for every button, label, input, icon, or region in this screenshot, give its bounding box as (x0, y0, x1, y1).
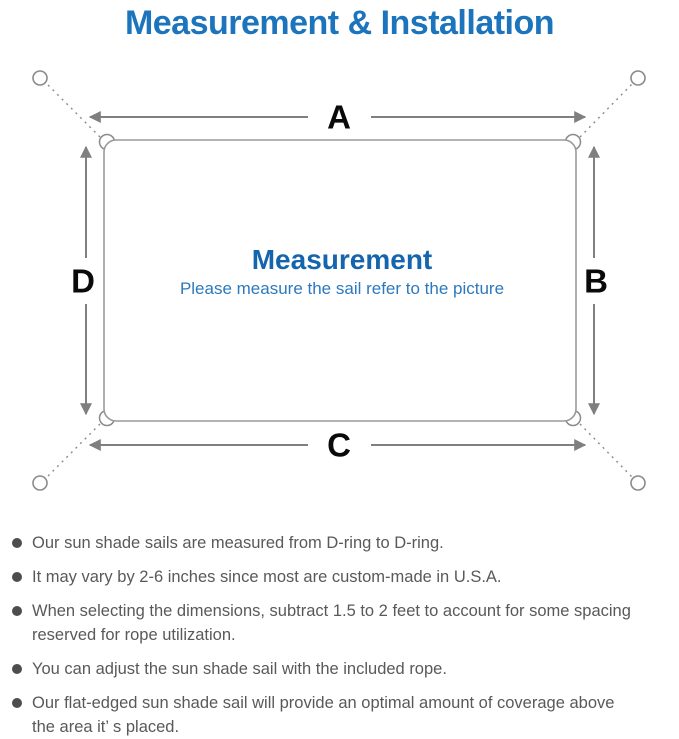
diagram-center-title: Measurement (252, 244, 433, 275)
note-item: Our flat-edged sun shade sail will provi… (12, 691, 672, 739)
edge-label-c: C (327, 427, 351, 464)
tether-line-top-right (579, 82, 634, 138)
notes-list: Our sun shade sails are measured from D-… (12, 531, 672, 739)
tether-line-bottom-right (579, 423, 634, 479)
measurement-diagram: A B C D Measurement Please measure the s… (32, 70, 646, 491)
page-title: Measurement & Installation (124, 4, 555, 42)
anchor-ring-bottom-left (32, 475, 48, 491)
tether-line-top-left (45, 82, 101, 138)
note-item: It may vary by 2-6 inches since most are… (12, 565, 672, 589)
note-item: Our sun shade sails are measured from D-… (12, 531, 672, 555)
edge-label-b: B (584, 263, 608, 300)
anchor-ring-top-right (630, 70, 646, 86)
anchor-ring-top-left (32, 70, 48, 86)
sail-outline (103, 139, 577, 422)
note-item: You can adjust the sun shade sail with t… (12, 657, 672, 681)
anchor-ring-bottom-right (630, 475, 646, 491)
edge-label-d: D (71, 263, 95, 300)
edge-label-a: A (327, 99, 351, 136)
diagram-center-subtitle: Please measure the sail refer to the pic… (180, 279, 504, 298)
tether-line-bottom-left (45, 423, 101, 479)
note-item: When selecting the dimensions, subtract … (12, 599, 672, 647)
